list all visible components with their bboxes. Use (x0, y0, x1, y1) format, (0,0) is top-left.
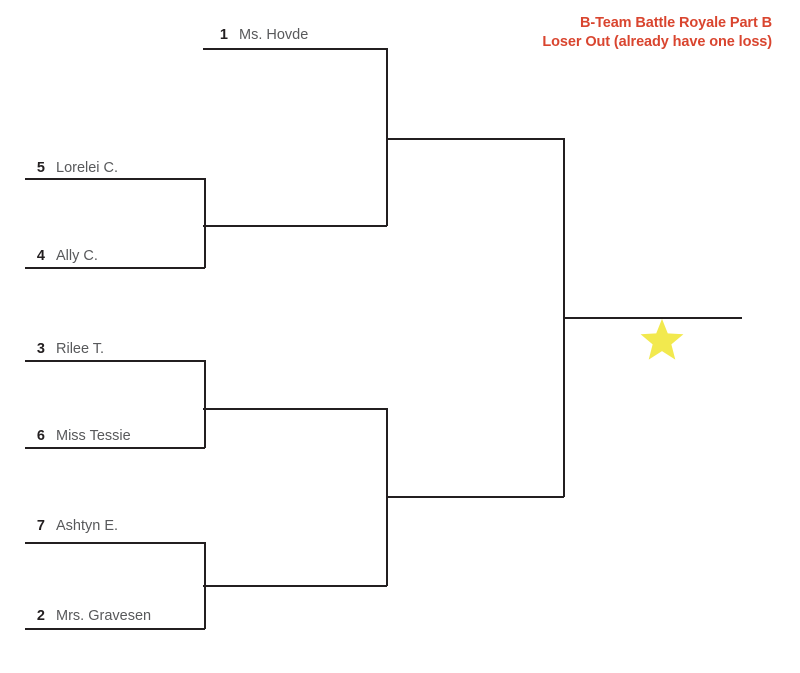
bracket-title-line-1: B-Team Battle Royale Part B (579, 15, 772, 31)
bracket-line-r2-slot-top (203, 48, 387, 50)
seed-number: 5 (36, 160, 45, 176)
bracket-line-r2-slot-bottom-lower (203, 585, 387, 587)
bracket-connector-r1-m3 (204, 360, 206, 448)
bracket-title-line-2: Loser Out (already have one loss) (542, 33, 772, 50)
bracket-line-seed-5 (25, 178, 205, 180)
bracket-line-champion (563, 317, 742, 319)
star-icon (640, 318, 684, 360)
competitor-name: Rilee T. (56, 341, 105, 357)
bracket-connector-r1-m2 (204, 178, 206, 268)
competitor-name: Ashtyn E. (56, 518, 119, 534)
competitor-name: Miss Tessie (56, 428, 131, 444)
bracket-line-final-slot-top (386, 138, 564, 140)
competitor-name: Mrs. Gravesen (56, 608, 152, 624)
bracket-connector-r2-m1 (386, 48, 388, 226)
bracket-line-seed-6 (25, 447, 205, 449)
seed-number: 7 (36, 518, 45, 534)
bracket-slot-seed-1[interactable]: 1 Ms. Hovde (216, 27, 308, 43)
competitor-name: Ally C. (56, 248, 98, 264)
seed-number: 1 (219, 27, 228, 43)
seed-number: 3 (36, 341, 45, 357)
bracket-slot-seed-7[interactable]: 7 Ashtyn E. (33, 518, 118, 534)
seed-number: 2 (36, 608, 45, 624)
bracket-slot-seed-4[interactable]: 4 Ally C. (33, 248, 98, 264)
bracket-line-seed-2 (25, 628, 205, 630)
bracket-line-seed-4 (25, 267, 205, 269)
bracket-slot-seed-6[interactable]: 6 Miss Tessie (33, 428, 131, 444)
seed-number: 6 (36, 428, 45, 444)
bracket-line-r2-slot-bottom (203, 225, 387, 227)
bracket-slot-seed-3[interactable]: 3 Rilee T. (33, 341, 104, 357)
competitor-name: Ms. Hovde (239, 27, 309, 43)
competitor-name: Lorelei C. (56, 160, 119, 176)
bracket-line-final-slot-bottom (386, 496, 564, 498)
bracket-title: B-Team Battle Royale Part B Loser Out (a… (542, 14, 772, 51)
bracket-line-r2-slot-top-lower (203, 408, 387, 410)
bracket-slot-seed-2[interactable]: 2 Mrs. Gravesen (33, 608, 151, 624)
bracket-slot-seed-5[interactable]: 5 Lorelei C. (33, 160, 118, 176)
bracket-line-seed-7 (25, 542, 205, 544)
bracket-line-seed-3 (25, 360, 205, 362)
seed-number: 4 (36, 248, 45, 264)
